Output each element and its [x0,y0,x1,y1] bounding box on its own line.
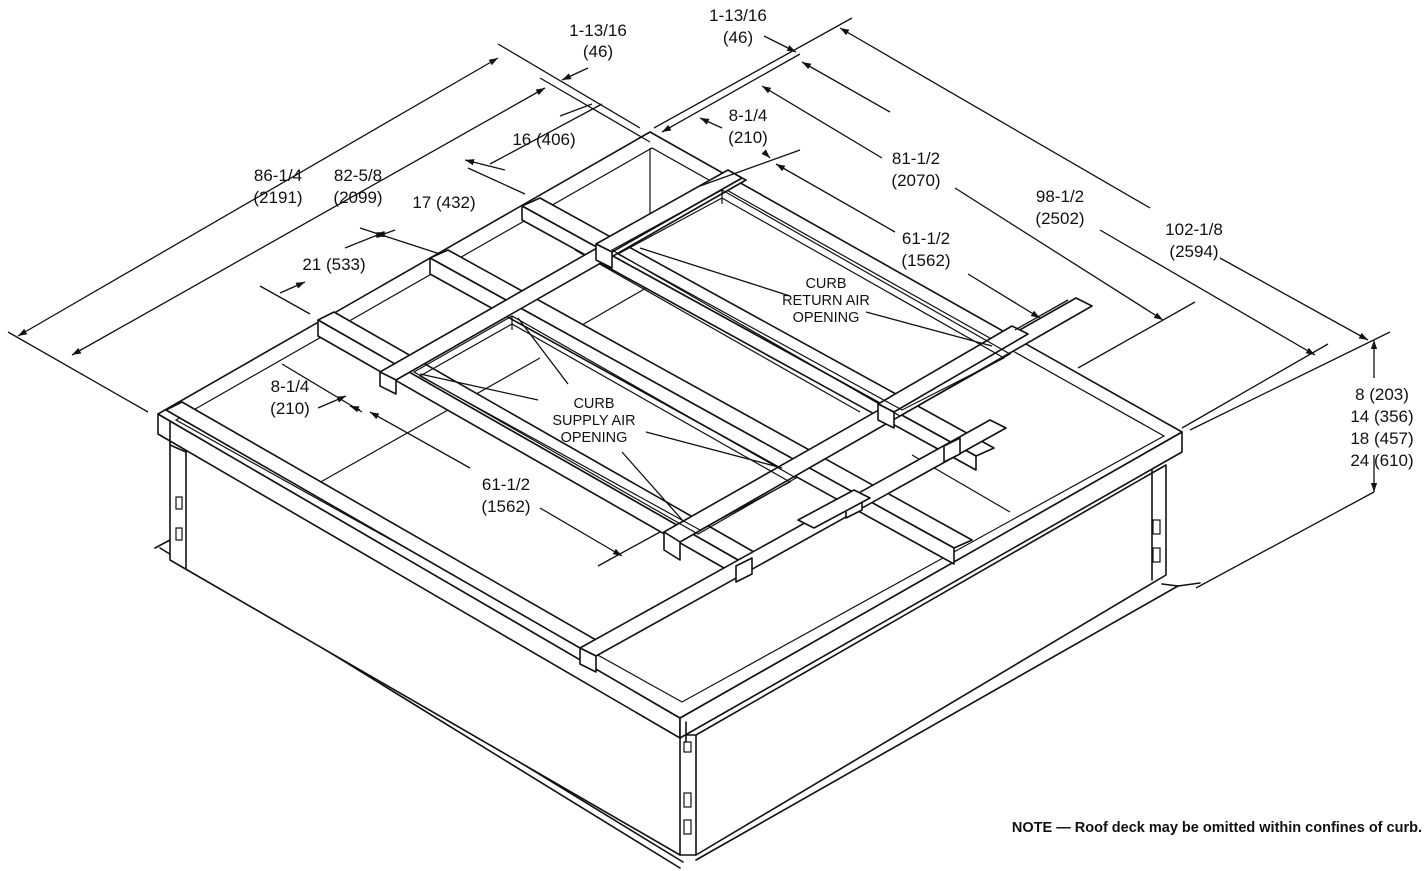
label-curb-return-2: RETURN AIR [782,293,870,309]
label-curb-supply-3: OPENING [561,430,628,446]
label-210-lower: (210) [270,399,310,418]
label-2099: (2099) [333,188,382,207]
label-1562-right: (1562) [901,251,950,270]
label-81-1-2: 81-1/2 [892,149,940,168]
label-8-1-4-top: 8-1/4 [729,106,768,125]
label-21-533: 21 (533) [302,255,365,274]
label-1-13-16-left: 1-13/16 [569,21,627,40]
label-8-1-4-lower: 8-1/4 [271,377,310,396]
label-82-5-8: 82-5/8 [334,166,382,185]
label-1-13-16-right: 1-13/16 [709,6,767,25]
label-height-18: 18 (457) [1350,429,1413,448]
label-curb-supply-1: CURB [573,396,614,412]
label-102-1-8: 102-1/8 [1165,220,1223,239]
label-1562-lower: (1562) [481,497,530,516]
label-61-1-2-lower: 61-1/2 [482,475,530,494]
label-86-1-4: 86-1/4 [254,166,302,185]
curb-walls [157,413,1183,856]
label-46-left: (46) [583,42,613,61]
label-2191: (2191) [253,188,302,207]
label-2502: (2502) [1035,209,1084,228]
dimension-labels: 86-1/4 (2191) 82-5/8 (2099) 17 (432) 16 … [253,6,1422,836]
label-curb-supply-2: SUPPLY AIR [552,413,635,429]
label-2594: (2594) [1169,242,1218,261]
label-46-right: (46) [723,28,753,47]
dimension-lines [7,17,1391,589]
label-height-14: 14 (356) [1350,407,1413,426]
label-2070: (2070) [891,171,940,190]
label-61-1-2-right: 61-1/2 [902,229,950,248]
note-roof-deck: NOTE — Roof deck may be omitted within c… [1012,820,1422,836]
leader-lines [419,247,993,523]
label-210-top: (210) [728,128,768,147]
label-17-432: 17 (432) [412,193,475,212]
label-curb-return-1: CURB [805,276,846,292]
label-height-24: 24 (610) [1350,451,1413,470]
label-98-1-2: 98-1/2 [1036,187,1084,206]
label-curb-return-3: OPENING [793,310,860,326]
label-height-8: 8 (203) [1355,385,1409,404]
label-16-406: 16 (406) [512,130,575,149]
